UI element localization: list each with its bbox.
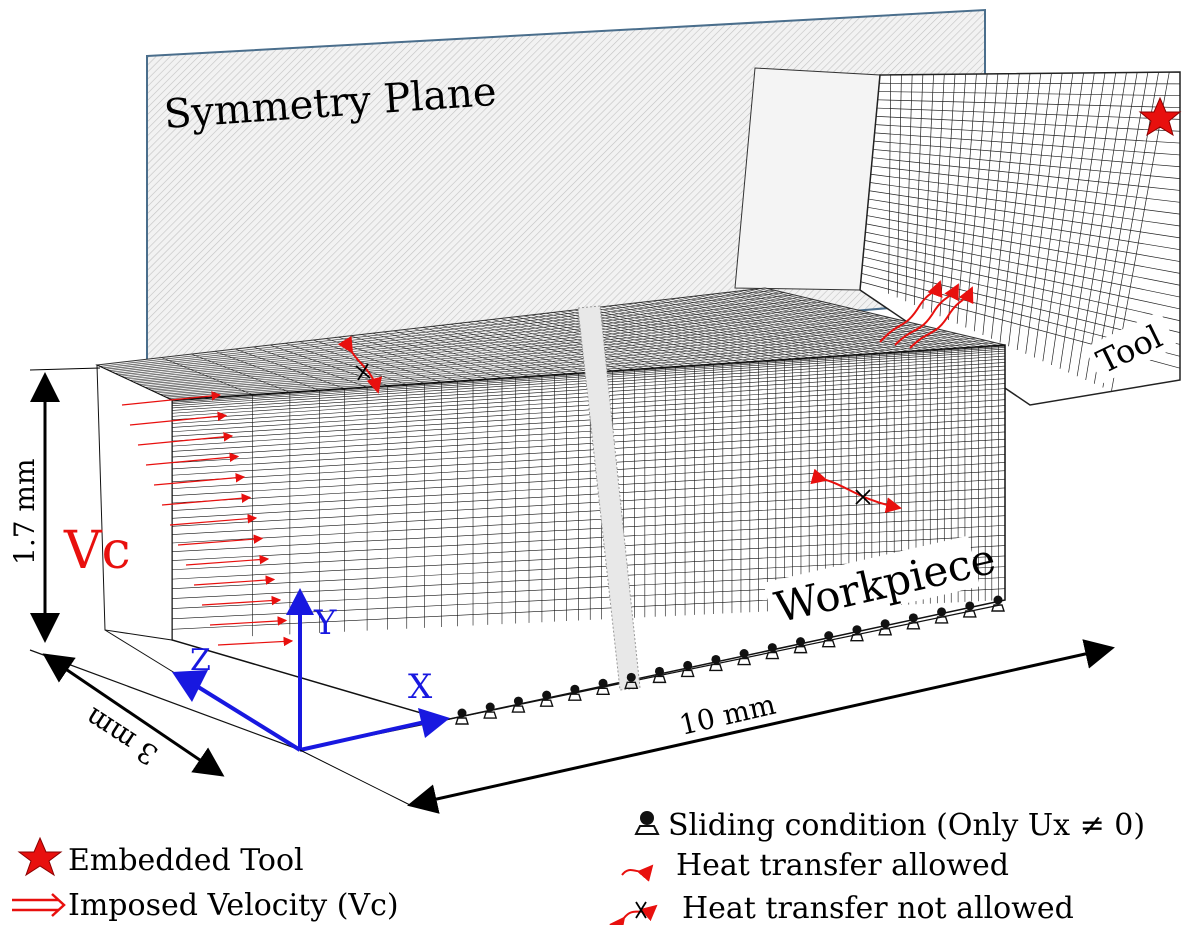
heat-transfer-allowed-arrows xyxy=(879,280,974,349)
sliding-support xyxy=(906,613,921,630)
legend-sliding-icon xyxy=(634,811,660,835)
legend-star-icon xyxy=(17,836,63,877)
legend-sliding-condition: Sliding condition (Only Ux ≠ 0) xyxy=(668,808,1145,843)
velocity-arrow xyxy=(121,391,222,406)
embedded-tool-star xyxy=(1138,96,1182,137)
legend-embedded-tool: Embedded Tool xyxy=(68,843,304,878)
vc-label: Vc xyxy=(63,521,131,581)
axis-y-label: Y xyxy=(313,603,337,643)
legend-heat-allowed: Heat transfer allowed xyxy=(676,848,1009,883)
heat-transfer-not-allowed-top xyxy=(337,335,383,394)
length-dimension-arrow xyxy=(407,639,1115,814)
tool-mesh xyxy=(734,67,1181,406)
legend-heat-allowed-icon xyxy=(621,864,654,882)
axis-z-label: Z xyxy=(190,643,211,678)
legend-heat-not-allowed: Heat transfer not allowed xyxy=(682,891,1074,925)
mesh-transition-band xyxy=(577,305,641,691)
velocity-arrow xyxy=(185,554,270,566)
velocity-arrow xyxy=(193,575,276,586)
depth-dimension-arrow xyxy=(42,653,225,777)
height-dimension-label: 1.7 mm xyxy=(8,458,41,565)
velocity-arrow xyxy=(217,636,294,647)
velocity-arrow xyxy=(169,513,258,526)
velocity-arrow xyxy=(201,595,282,606)
sliding-support xyxy=(878,619,893,636)
velocity-arrow xyxy=(209,616,288,626)
legend-imposed-velocity: Imposed Velocity (Vc) xyxy=(68,888,399,923)
legend-heat-not-allowed-icon xyxy=(609,901,658,925)
velocity-arrow xyxy=(177,534,264,546)
heat-transfer-not-allowed-side xyxy=(810,468,902,514)
velocity-arrow xyxy=(137,432,234,446)
velocity-arrow xyxy=(145,452,240,466)
sliding-support xyxy=(934,607,949,624)
imposed-velocity-arrows xyxy=(121,391,294,647)
sliding-support xyxy=(962,601,977,618)
depth-dimension-label: 3 mm xyxy=(79,701,164,772)
legend-velocity-icon xyxy=(12,893,66,917)
workpiece-left-face xyxy=(96,364,173,641)
legend: Embedded Tool Imposed Velocity (Vc) Slid… xyxy=(12,808,1145,925)
velocity-arrow xyxy=(161,493,252,506)
sliding-support xyxy=(991,595,1005,612)
velocity-arrow xyxy=(153,472,246,486)
velocity-arrow xyxy=(129,411,228,426)
axis-x-label: X xyxy=(408,667,433,707)
